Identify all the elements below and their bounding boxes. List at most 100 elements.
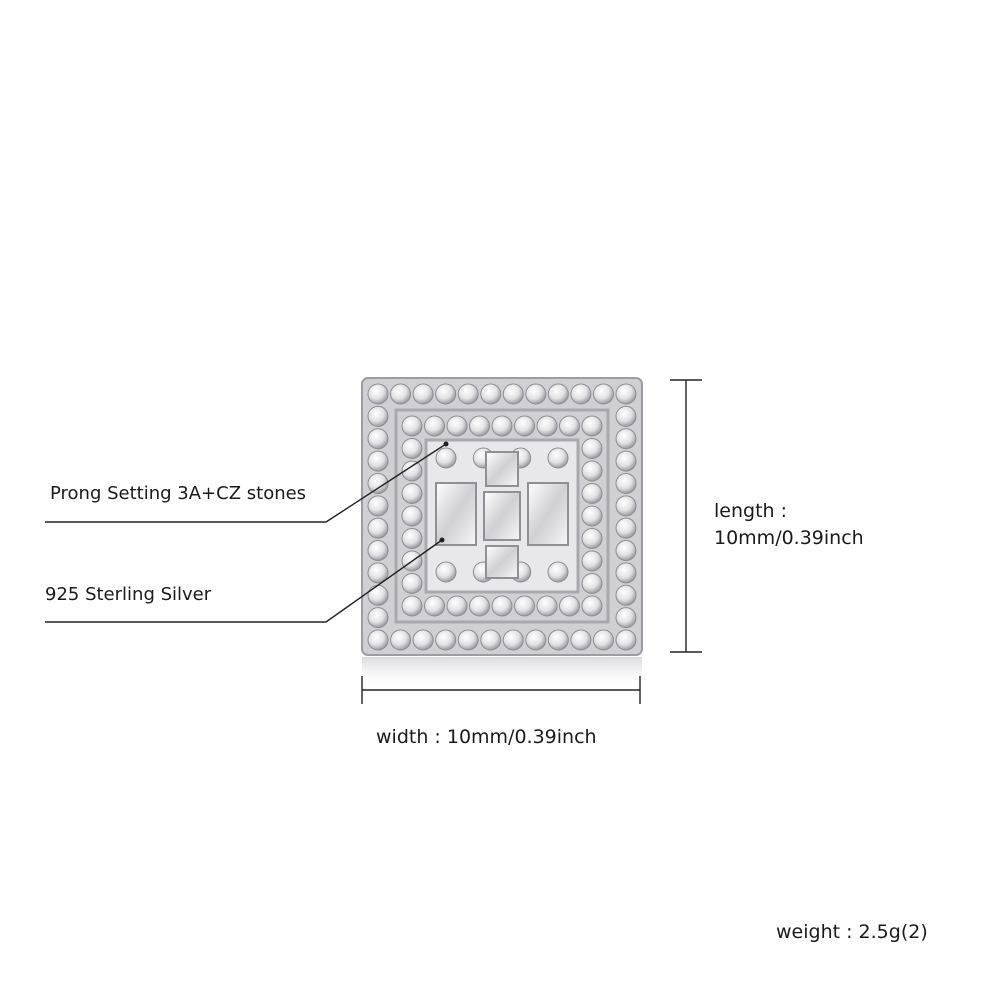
pave-stone <box>424 415 445 437</box>
pave-stone <box>570 383 592 405</box>
pave-stone <box>469 595 490 617</box>
pave-stone <box>502 383 524 405</box>
length-dimension-line <box>670 379 702 653</box>
pave-stone <box>401 573 423 594</box>
prong-callout-line <box>45 443 447 523</box>
baguette-top <box>485 451 519 487</box>
prong-setting-label: Prong Setting 3A+CZ stones <box>50 483 307 504</box>
pave-stone <box>390 383 412 405</box>
pave-stone <box>615 584 637 606</box>
pave-stone <box>547 629 569 651</box>
pave-stone <box>581 460 603 482</box>
pave-stone <box>615 607 637 629</box>
pave-stone <box>615 472 637 494</box>
baguette-right <box>527 482 569 546</box>
pave-stone <box>615 383 637 405</box>
pave-stone <box>615 562 637 584</box>
pave-stone <box>514 415 535 437</box>
pave-stone <box>581 505 603 527</box>
pave-stone <box>401 460 423 482</box>
pave-stone <box>367 495 389 517</box>
earring <box>361 377 643 691</box>
pave-stone <box>457 629 479 651</box>
silver-callout-dot <box>439 537 445 543</box>
pave-stone <box>592 383 614 405</box>
pave-stone <box>401 415 423 437</box>
sterling-silver-label: 925 Sterling Silver <box>45 584 212 605</box>
pave-stone <box>367 540 389 562</box>
pave-stone <box>367 517 389 539</box>
earring-reflection <box>362 657 642 691</box>
pave-stone <box>367 405 389 427</box>
baguette-stones <box>435 451 569 579</box>
pave-stone <box>536 415 558 437</box>
pave-stone <box>547 447 569 469</box>
length-value: 10mm/0.39inch <box>714 527 864 549</box>
pave-stone <box>514 595 535 617</box>
width-dimension-line <box>361 676 641 704</box>
pave-stone <box>401 483 423 504</box>
pave-stone <box>435 561 457 583</box>
pave-stone <box>367 629 389 651</box>
pave-stone <box>401 438 423 459</box>
pave-stone <box>581 550 603 572</box>
baguette-left <box>435 482 477 546</box>
pave-stone <box>525 383 547 405</box>
pave-stone <box>446 415 468 437</box>
pave-stone <box>547 561 569 583</box>
pave-stone <box>615 495 637 517</box>
pave-stone <box>592 629 614 651</box>
length-label: length : <box>714 500 788 522</box>
pave-stone <box>570 629 592 651</box>
pave-stone <box>615 428 637 450</box>
baguette-bottom <box>485 545 519 579</box>
pave-stone <box>401 505 423 527</box>
pave-stone <box>615 540 637 562</box>
silver-callout-line <box>45 539 443 623</box>
pave-stone <box>424 595 445 617</box>
pave-stone <box>480 383 502 405</box>
pave-stone <box>559 415 580 437</box>
pave-stone <box>547 383 569 405</box>
earring-middle-frame <box>394 408 610 624</box>
pave-stone <box>367 607 389 629</box>
pave-stone <box>412 383 434 405</box>
princess-center <box>483 491 521 541</box>
pave-stone <box>581 528 603 549</box>
pave-stone <box>435 447 457 469</box>
pave-stone <box>446 595 468 617</box>
pave-stone <box>525 629 547 651</box>
weight-label: weight : 2.5g(2) <box>776 921 928 943</box>
pave-stone <box>367 562 389 584</box>
pave-stones <box>367 383 637 651</box>
pave-stone <box>615 450 637 472</box>
pave-stone <box>390 629 412 651</box>
pave-stone <box>581 595 603 617</box>
pave-stone <box>615 629 637 651</box>
pave-stone <box>581 573 603 594</box>
width-label: width : 10mm/0.39inch <box>376 726 597 748</box>
pave-stone <box>457 383 479 405</box>
pave-stone <box>367 450 389 472</box>
pave-stone <box>480 629 502 651</box>
pave-stone <box>615 517 637 539</box>
pave-stone <box>491 415 513 437</box>
pave-stone <box>412 629 434 651</box>
pave-stone <box>367 428 389 450</box>
pave-stone <box>401 595 423 617</box>
pave-stone <box>559 595 580 617</box>
pave-stone <box>536 595 558 617</box>
pave-stone <box>435 629 457 651</box>
pave-stone <box>581 415 603 437</box>
pave-stone <box>581 483 603 504</box>
pave-stone <box>502 629 524 651</box>
pave-stone <box>469 415 490 437</box>
pave-stone <box>581 438 603 459</box>
pave-stone <box>435 383 457 405</box>
pave-stone <box>401 528 423 549</box>
pave-stone <box>367 472 389 494</box>
pave-stone <box>367 383 389 405</box>
pave-stone <box>491 595 513 617</box>
pave-stone <box>367 584 389 606</box>
